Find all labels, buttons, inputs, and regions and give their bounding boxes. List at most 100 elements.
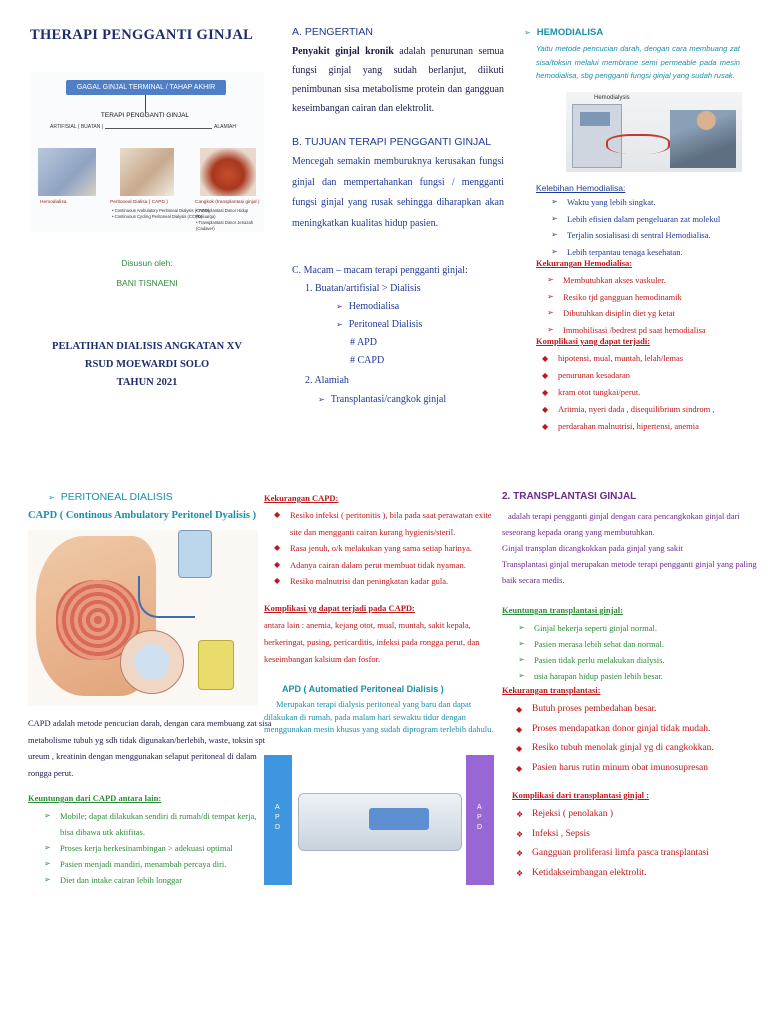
capd-kekurangan-list: ◆ Resiko infeksi ( peritonitis ), bila pa…	[272, 507, 494, 590]
list-item: ◆ Proses mendapatkan donor ginjal tidak m…	[514, 720, 764, 740]
capd-subtitle: CAPD ( Continous Ambulatory Peritonel Dy…	[28, 510, 257, 521]
flower-bullet-icon: ❖	[516, 829, 524, 839]
arrow-bullet-icon: ➢	[518, 671, 525, 680]
diagram-photo-hemodialisa	[38, 148, 96, 196]
list-item-text: Adanya cairan dalam perut membuat tidak …	[290, 559, 466, 570]
list-item-text: perdarahan malnutrisi, hipertensi, anemi…	[558, 421, 699, 431]
arrow-bullet-icon: ➢	[518, 655, 525, 664]
apd-side-right-label: APD	[477, 804, 483, 831]
list-item: ❖ Infeksi , Sepsis	[514, 825, 764, 845]
list-item: ➢Lebih terpantau tenaga kesehatan.	[549, 244, 759, 261]
diagram-note: • Transplantasi Donor Jenazah (Cadaver)	[196, 220, 254, 231]
list-item: ◆Butuh proses pembedahan besar.	[514, 700, 764, 720]
kekurangan-hd-title: Kekurangan Hemodialisa:	[536, 258, 633, 268]
machine-screen	[580, 112, 610, 126]
komplikasi-hd-list: ◆hipotensi, mual, muntah, lelah/lemas ◆p…	[540, 350, 764, 435]
list-item: ❖ Gangguan proliferasi limfa pasca transp…	[514, 844, 764, 864]
diagram-right-label: ALAMIAH	[212, 124, 238, 130]
diagram-note: • Continuous Ambulatory Peritoneal Dialy…	[112, 208, 210, 213]
list-item: ◆Rasa jenuh, o/k melakukan yang sama set…	[272, 540, 494, 557]
section-a-title: A. PENGERTIAN	[292, 26, 373, 38]
peritoneal-title: ➢PERITONEAL DIALISIS	[48, 491, 173, 503]
section-c-item1a: ➢Hemodialisa	[336, 301, 399, 312]
magnified-membrane	[120, 630, 184, 694]
section-b-title: B. TUJUAN TERAPI PENGGANTI GINJAL	[292, 136, 492, 148]
apd-banner: APD APD	[264, 755, 494, 885]
list-item-text: Proses mendapatkan donor ginjal tidak mu…	[532, 723, 711, 734]
list-item-text: Lebih efisien dalam pengeluaran zat mole…	[567, 213, 721, 224]
list-item: ➢Pasien menjadi mandiri, menambah percay…	[42, 856, 262, 872]
arrow-bullet-icon: ➢	[44, 843, 51, 852]
footer-line: PELATIHAN DIALISIS ANGKATAN XV	[52, 341, 242, 352]
list-item-text: usia harapan hidup pasien lebih besar.	[534, 671, 663, 681]
arrow-bullet-icon: ➢	[547, 291, 554, 301]
diamond-bullet-icon: ◆	[516, 724, 523, 734]
arrow-bullet-icon: ➢	[524, 28, 531, 37]
diagram-center: TERAPI PENGGANTI GINJAL	[100, 112, 190, 119]
list-item-text: kram otot tungkai/perut.	[558, 387, 641, 397]
list-item: ◆ perdarahan malnutrisi, hipertensi, anem…	[540, 418, 764, 435]
arrow-bullet-icon: ➢	[518, 639, 525, 648]
diamond-bullet-icon: ◆	[516, 763, 523, 773]
list-item: ➢ usia harapan hidup pasien lebih besar.	[516, 668, 756, 684]
section-c-title: C. Macam – macam terapi pengganti ginjal…	[292, 265, 468, 276]
list-item: ❖Ketidakseimbangan elektrolit.	[514, 864, 764, 884]
diamond-bullet-icon: ◆	[542, 422, 549, 431]
section-c-item1b: ➢ Peritoneal Dialisis	[336, 319, 422, 330]
hemodialisa-title: ➢HEMODIALISA	[524, 27, 603, 38]
arrow-bullet-icon: ➢	[336, 302, 343, 311]
diagram-left-label: ARTIFISIAL ( BUATAN )	[48, 124, 106, 130]
transplant-title: 2. TRANSPLANTASI GINJAL	[502, 491, 637, 502]
diamond-bullet-icon: ◆	[516, 705, 523, 714]
arrow-bullet-icon: ➢	[551, 230, 558, 239]
arrow-bullet-icon: ➢	[518, 623, 525, 632]
list-item: ➢Pasien merasa lebih sehat dan normal.	[516, 636, 756, 652]
list-item-text: Resiko tjd gangguan hemodinamik	[563, 291, 682, 302]
list-item-text: Immobilisasi /bedrest pd saat hemodialis…	[563, 324, 706, 335]
apd-side-left	[264, 755, 292, 885]
panel1-title: THERAPI PENGGANTI GINJAL	[30, 27, 254, 43]
list-item-text: Pasien menjadi mandiri, menambah percaya…	[60, 859, 227, 869]
kekurangan-hd-list: ➢Membutuhkan akses vaskuler. ➢Resiko tjd…	[545, 272, 759, 338]
diagram-banner: GAGAL GINJAL TERMINAL / TAHAP AKHIR	[66, 80, 226, 95]
komplikasi-hd-title: Komplikasi yang dapat terjadi:	[536, 336, 651, 346]
section-c-item2: 2. Alamiah	[305, 375, 349, 386]
list-item-text: Transplantasi/cangkok ginjal	[330, 394, 447, 405]
arrow-bullet-icon: ➢	[547, 324, 554, 334]
transplant-text2: Ginjal transplan dicangkokkan pada ginja…	[502, 543, 683, 553]
list-item-text: Rejeksi ( penolakan )	[532, 809, 613, 819]
capd-komplikasi-title: Komplikasi yg dapat terjadi pada CAPD:	[264, 603, 415, 613]
section-a-bold: Penyakit ginjal kronik	[292, 46, 394, 57]
flower-bullet-icon: ❖	[516, 849, 524, 858]
list-item: ◆Resiko malnutrisi dan peningkatan kadar…	[272, 573, 494, 590]
author-name: BANI TISNAENI	[116, 278, 178, 288]
diamond-bullet-icon: ◆	[542, 405, 549, 414]
list-item-text: Terjalin sosialisasi di sentral Hemodial…	[567, 230, 711, 240]
list-item: ➢ Ginjal bekerja seperti ginjal normal.	[516, 620, 756, 636]
list-item-text: Proses kerja berkesinambingan > adekuasi…	[60, 843, 233, 853]
list-item-text: Ketidakseimbangan elektrolit.	[532, 867, 647, 878]
apd-side-right	[466, 755, 494, 885]
list-item: ➢Diet dan intake cairan lebih longgar	[42, 872, 262, 888]
list-item: ◆ Adanya cairan dalam perut membuat tidak…	[272, 557, 494, 574]
diagram-photo-kidney	[200, 148, 256, 196]
apd-text: Merupakan terapi dialysis peritoneal yan…	[264, 699, 494, 734]
list-item: ➢ Proses kerja berkesinambingan > adekuas…	[42, 840, 262, 856]
list-item-text: Resiko tubuh menolak ginjal yg di cangko…	[532, 743, 714, 753]
transplant-kekurangan-title: Kekurangan transplantasi:	[502, 685, 601, 695]
disusun-label: Disusun oleh:	[121, 258, 173, 268]
tube-blue	[138, 576, 195, 618]
hemodialysis-illustration: Hemodialysis	[566, 92, 742, 172]
list-item-text: Ginjal bekerja seperti ginjal normal.	[534, 623, 657, 633]
list-item-text: Lebih terpantau tenaga kesehatan.	[567, 246, 683, 257]
arrow-bullet-icon: ➢	[336, 320, 343, 329]
list-item: ➢ Immobilisasi /bedrest pd saat hemodiali…	[545, 322, 759, 339]
capd-keuntungan-title: Keuntungan dari CAPD antara lain:	[28, 793, 162, 803]
list-item-text: Infeksi , Sepsis	[532, 828, 590, 839]
diamond-bullet-icon: ◆	[274, 559, 281, 569]
list-item-text: Resiko infeksi ( peritonitis ), bila pad…	[290, 510, 492, 537]
list-item-text: Gangguan proliferasi limfa pasca transpl…	[532, 848, 709, 858]
section-a-text: Penyakit ginjal kronik adalah penurunan …	[292, 42, 504, 118]
arrow-bullet-icon: ➢	[551, 213, 558, 223]
list-item-text: Peritoneal Dialisis	[348, 319, 423, 330]
